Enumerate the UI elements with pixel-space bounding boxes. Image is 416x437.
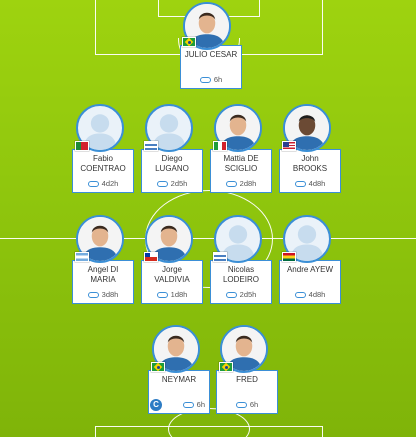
player-first-name: Angel DI (87, 265, 119, 274)
captain-badge: C (150, 399, 162, 411)
flag-icon-portugal (75, 141, 89, 151)
player-name: Andre AYEW (286, 265, 334, 274)
flag-icon-brazil (151, 362, 165, 372)
player-name: FRED (236, 375, 258, 384)
cloud-icon (87, 292, 99, 299)
match-time: 4d8h (308, 290, 326, 299)
cloud-icon (225, 181, 237, 188)
avatar-julio-cesar[interactable] (183, 2, 231, 50)
match-time: 3d8h (101, 290, 119, 299)
player-first-name: Nicolas (227, 265, 255, 274)
player-card-jorge-valdivia[interactable]: Jorge VALDIVIA 1d8h (141, 260, 203, 304)
avatar-neymar[interactable] (152, 325, 200, 373)
cloud-icon (156, 181, 168, 188)
player-first-name: Diego (161, 154, 183, 163)
flag-icon-chile (144, 252, 158, 262)
match-time: 2d5h (170, 179, 188, 188)
player-card-andre-ayew[interactable]: Andre AYEW 4d8h (279, 260, 341, 304)
player-last-name: LODEIRO (222, 275, 259, 284)
player-card-fred[interactable]: FRED 6h (216, 370, 278, 414)
player-last-name: MARIA (90, 275, 116, 284)
player-card-mattia-de-sciglio[interactable]: Mattia DE SCIGLIO 2d8h (210, 149, 272, 193)
avatar-john-brooks[interactable] (283, 104, 331, 152)
cloud-icon (235, 402, 247, 409)
player-last-name: SCIGLIO (224, 164, 258, 173)
player-last-name: BROOKS (292, 164, 328, 173)
match-time: 2d5h (239, 290, 257, 299)
flag-icon-uruguay (213, 252, 227, 262)
flag-icon-italy (213, 141, 227, 151)
flag-icon-brazil (182, 37, 196, 47)
match-time: 2d8h (239, 179, 257, 188)
player-last-name: COENTRAO (80, 164, 126, 173)
player-last-name: LUGANO (155, 164, 189, 173)
match-time: 4d2h (101, 179, 119, 188)
cloud-icon (225, 292, 237, 299)
match-time: 6h (196, 400, 205, 409)
flag-icon-argentina (75, 252, 89, 262)
match-time: 4d8h (308, 179, 326, 188)
player-first-name: Fabio (92, 154, 113, 163)
match-time: 6h (213, 75, 223, 84)
cloud-icon (294, 292, 306, 299)
player-first-name: Mattia DE (223, 154, 259, 163)
flag-icon-brazil (219, 362, 233, 372)
cloud-icon (294, 181, 306, 188)
cloud-icon (156, 292, 168, 299)
avatar-diego-lugano[interactable] (145, 104, 193, 152)
player-card-fabio-coentrao[interactable]: Fabio COENTRAO 4d2h (72, 149, 134, 193)
player-card-john-brooks[interactable]: John BROOKS 4d8h (279, 149, 341, 193)
player-card-nicolas-lodeiro[interactable]: Nicolas LODEIRO 2d5h (210, 260, 272, 304)
match-time: 6h (249, 400, 259, 409)
player-card-julio-cesar[interactable]: JULIO CESAR 6h (180, 45, 242, 89)
cloud-icon (199, 77, 211, 84)
flag-icon-uruguay (144, 141, 158, 151)
player-last-name: VALDIVIA (154, 275, 190, 284)
flag-icon-usa (282, 141, 296, 151)
player-first-name: Jorge (161, 265, 182, 274)
flag-icon-ghana (282, 252, 296, 262)
player-first-name: John (301, 154, 319, 163)
cloud-icon (87, 181, 99, 188)
bottom-penalty-box (95, 426, 323, 437)
cloud-icon (182, 402, 194, 409)
player-card-angel-di-maria[interactable]: Angel DI MARIA 3d8h (72, 260, 134, 304)
match-time: 1d8h (170, 290, 188, 299)
player-name: JULIO CESAR (184, 50, 238, 59)
player-name: NEYMAR (161, 375, 197, 384)
player-card-diego-lugano[interactable]: Diego LUGANO 2d5h (141, 149, 203, 193)
